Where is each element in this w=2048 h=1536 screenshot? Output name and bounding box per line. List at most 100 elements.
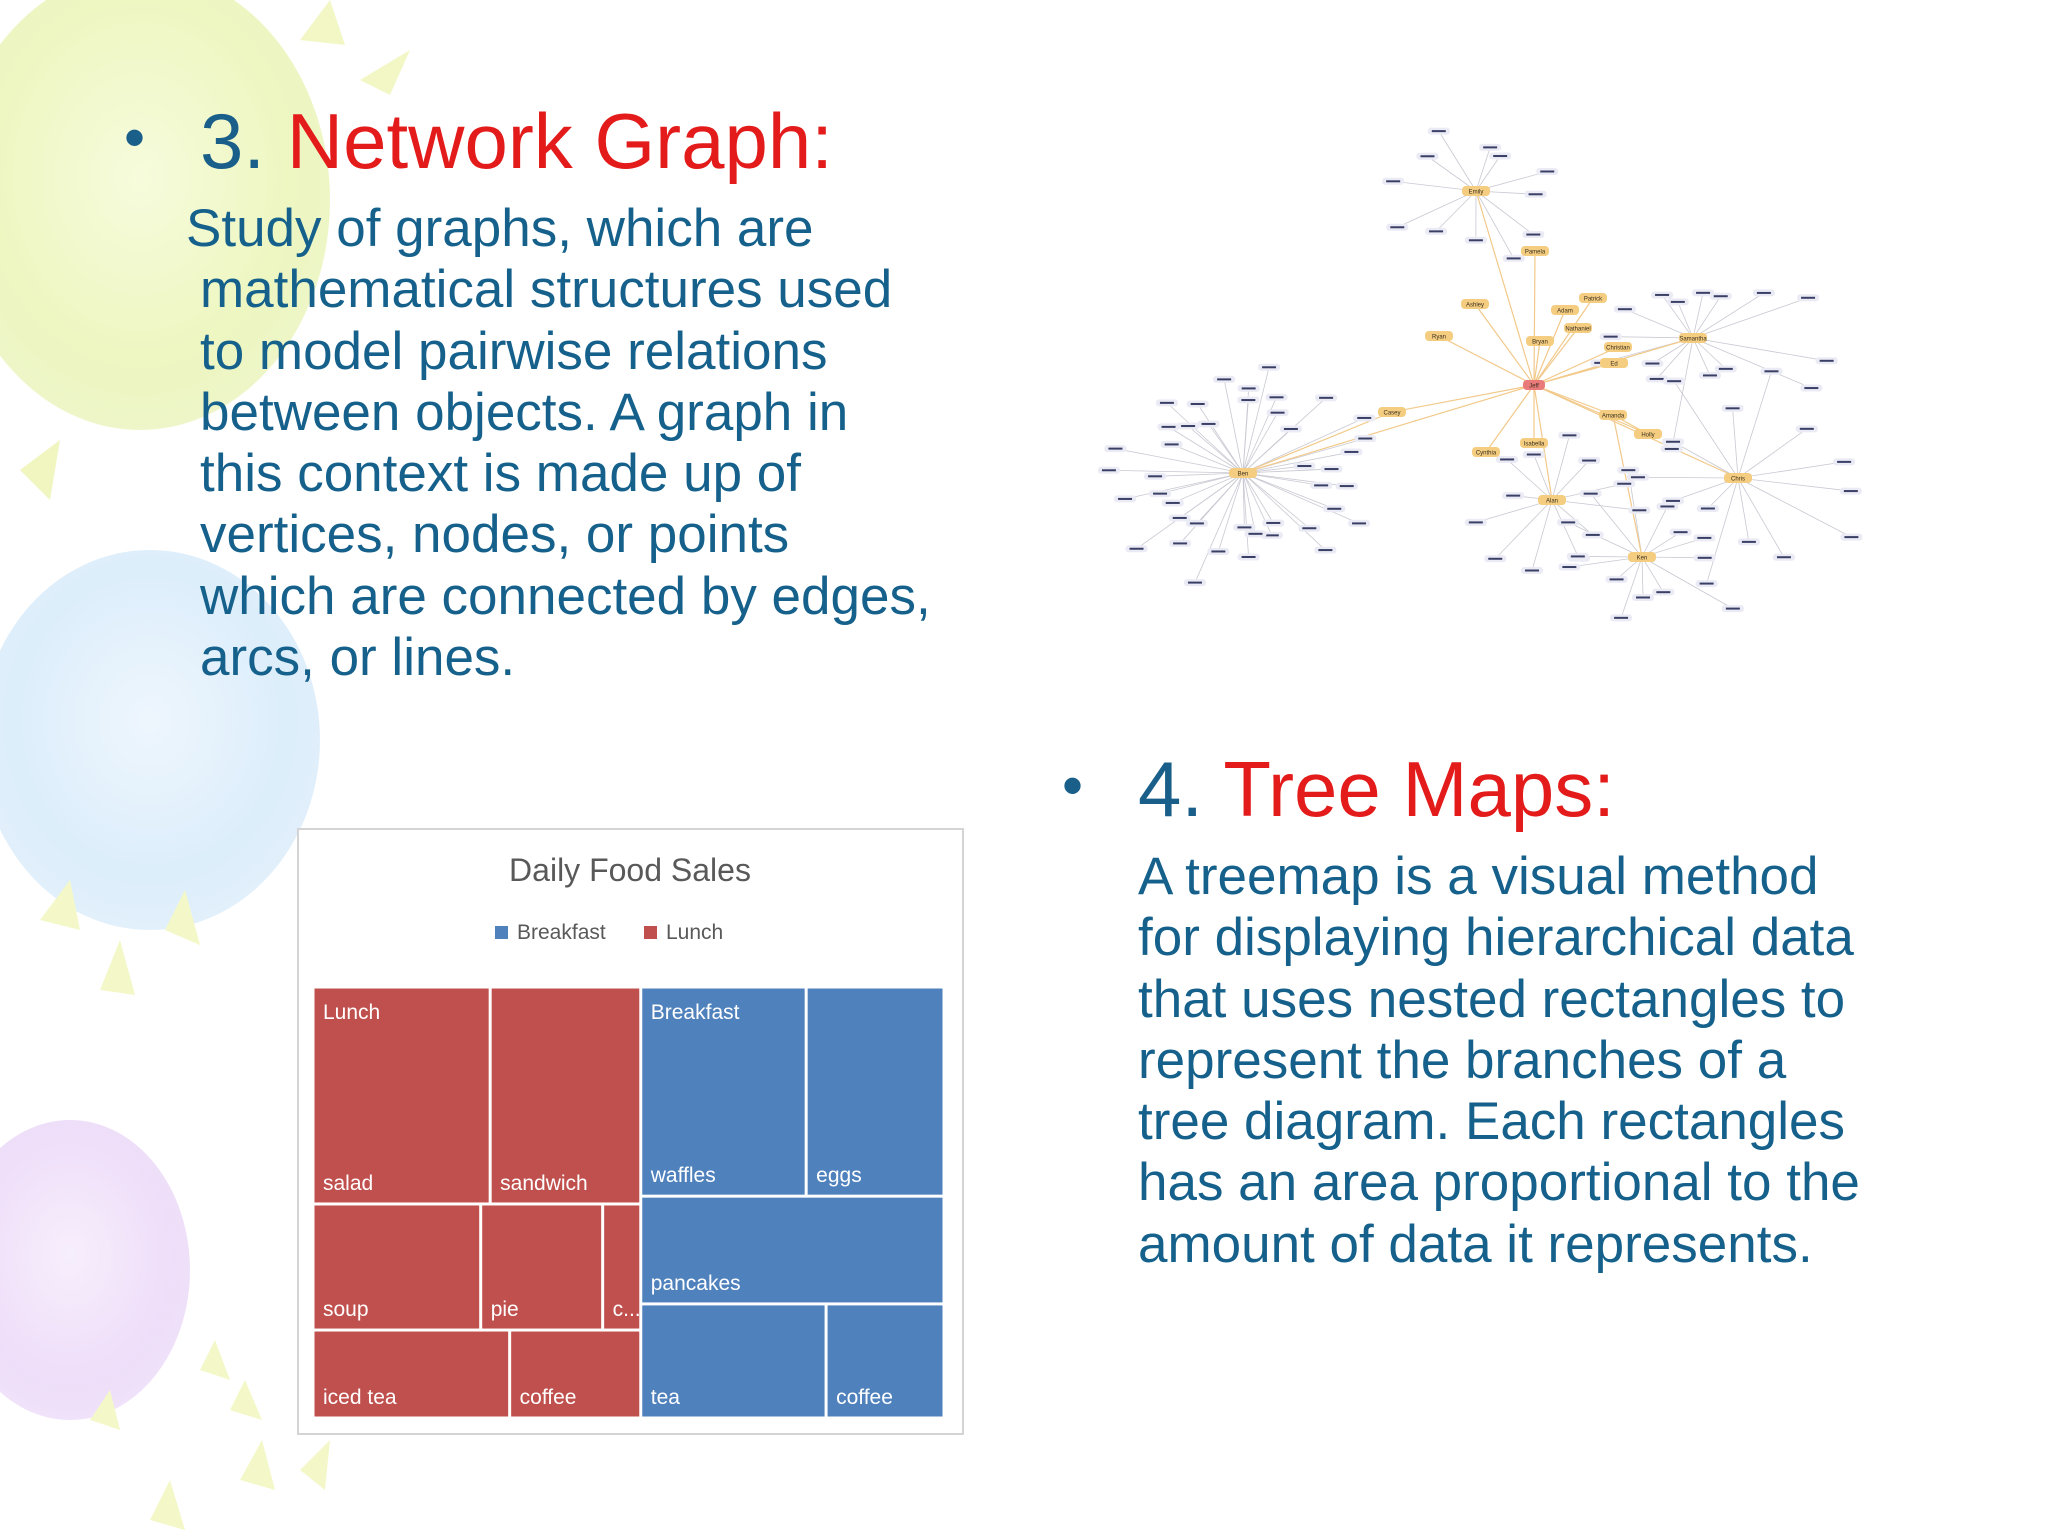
network-edge: [1551, 435, 1570, 501]
treemap-tile-lunch-salad: [314, 988, 489, 1203]
network-edge: [1242, 367, 1270, 474]
network-leaf-label: [1468, 521, 1483, 524]
treemap-tile-breakfast-tea: [642, 1305, 825, 1417]
network-edge: [1194, 472, 1244, 583]
network-leaf-label: [1173, 542, 1188, 545]
network-leaf-nodes: [1097, 127, 1863, 622]
network-node-holly: [1634, 429, 1662, 439]
network-edge: [1656, 337, 1694, 380]
network-edge: [1677, 301, 1694, 339]
text-line: vertices, nodes, or points: [200, 505, 790, 565]
network-leaf-label: [1241, 399, 1256, 402]
network-leaf-label: [1670, 300, 1685, 303]
network-node-pamela: [1521, 246, 1549, 256]
network-node-label: Ashley: [1466, 303, 1484, 309]
network-node-ed: [1600, 358, 1628, 368]
network-node-label: Isabella: [1524, 442, 1545, 448]
network-leaf-label: [1181, 425, 1196, 428]
network-leaf-label: [1500, 458, 1515, 461]
network-edge: [1737, 477, 1852, 538]
network-leaf-label: [1609, 578, 1624, 581]
network-edge: [1737, 477, 1785, 558]
treemap-section: •4. Tree Maps:: [1062, 750, 1615, 828]
network-edge: [1692, 337, 1827, 362]
network-leaf-label: [1776, 556, 1791, 559]
network-node-emily: [1462, 186, 1490, 196]
treemap-tile-breakfast-eggs: [807, 988, 943, 1195]
network-edge: [1620, 556, 1643, 618]
network-edge: [1672, 441, 1739, 479]
network-leaf-label: [1725, 607, 1740, 610]
network-edge: [1242, 472, 1360, 524]
network-leaf-label: [1562, 434, 1577, 437]
network-leaf-label: [1630, 476, 1645, 479]
network-leaf-label: [1673, 531, 1688, 534]
network-leaf-label: [1837, 460, 1852, 463]
network-leaf-label: [1324, 468, 1339, 471]
network-edge: [1391, 384, 1535, 413]
network-leaf-label: [1153, 492, 1168, 495]
treemap-tile-label: soup: [323, 1298, 369, 1321]
text-line: which are connected by edges,: [200, 566, 931, 626]
network-node-label: Bryan: [1532, 340, 1548, 346]
network-edge: [1179, 472, 1244, 544]
network-edge: [1533, 340, 1541, 386]
network-edge: [1475, 190, 1535, 386]
network-leaf-label: [1528, 193, 1543, 196]
network-edge: [1242, 472, 1335, 510]
network-edge: [1187, 425, 1244, 474]
network-edge: [1533, 454, 1553, 501]
network-leaf-label: [1702, 374, 1717, 377]
network-node-patrick: [1579, 293, 1607, 303]
network-leaf-label: [1161, 425, 1176, 428]
network-leaf-label: [1540, 170, 1555, 173]
network-leaf-label: [1741, 540, 1756, 543]
network-edge: [1242, 417, 1365, 474]
network-edge: [1533, 327, 1579, 386]
network-node-christian: [1604, 342, 1632, 352]
network-leaf-label: [1241, 387, 1256, 390]
network-leaf-label: [1664, 447, 1679, 450]
network-edge: [1533, 346, 1619, 386]
network-leaf-label: [1431, 130, 1446, 133]
network-leaf-label: [1164, 443, 1179, 446]
network-edge: [1590, 493, 1643, 558]
network-edge: [1242, 472, 1310, 529]
network-edge: [1641, 556, 1664, 593]
network-edge: [1551, 499, 1580, 559]
network-node-label: Samantha: [1679, 337, 1707, 343]
text-line: Study of graphs, which are: [186, 199, 814, 258]
network-edge: [1475, 147, 1491, 192]
network-leaf-label: [1699, 582, 1714, 585]
network-edge: [1692, 292, 1765, 339]
network-leaf-label: [1756, 291, 1771, 294]
network-leaf-label: [1583, 492, 1598, 495]
network-leaf-label: [1129, 547, 1144, 550]
network-leaf-label: [1696, 291, 1711, 294]
network-node-jeff: [1523, 380, 1545, 390]
network-leaf-label: [1844, 536, 1859, 539]
network-node-label: Adam: [1557, 309, 1573, 315]
network-description: Study of graphs, which are mathematical …: [186, 198, 931, 688]
network-edge: [1242, 472, 1245, 528]
network-leaf-label: [1667, 380, 1682, 383]
network-edge: [1438, 335, 1535, 386]
network-graph-image: JeffBenAlanChrisSamanthaEmilyKenAmandaRy…: [1097, 127, 1863, 622]
network-leaf-label: [1264, 534, 1279, 537]
network-node-label: Cynthia: [1476, 451, 1497, 457]
treemap-tile-label: sandwich: [500, 1172, 588, 1195]
network-node-chris: [1724, 473, 1752, 483]
network-leaf-label: [1506, 494, 1521, 497]
network-edge: [1475, 155, 1501, 192]
network-leaf-label: [1799, 427, 1814, 430]
sunburst-rays: [40, 880, 330, 1530]
network-edge: [1197, 403, 1244, 474]
network-edge: [1641, 556, 1644, 598]
network-node-amanda: [1599, 410, 1627, 420]
network-edge: [1171, 444, 1244, 474]
network-leaf-label: [1819, 359, 1834, 362]
network-edge: [1242, 472, 1326, 551]
network-node-alan: [1538, 495, 1566, 505]
text-line: mathematical structures used: [200, 260, 893, 320]
network-edge: [1533, 384, 1649, 435]
